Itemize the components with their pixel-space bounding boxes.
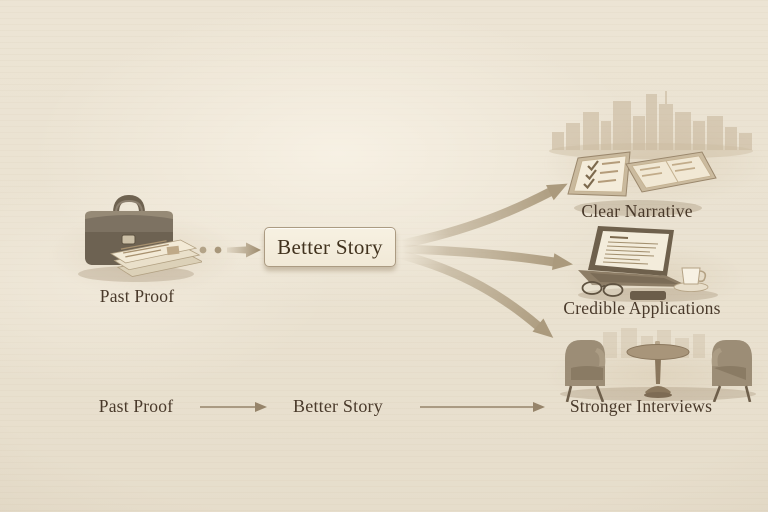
right-chair xyxy=(711,340,752,402)
laptop-workspace-icon xyxy=(578,226,718,302)
city-skyline-open-book-icon xyxy=(549,91,753,216)
better-story-hub-box: Better Story xyxy=(264,227,396,267)
summary-arrow-2 xyxy=(420,402,545,412)
hub-label: Better Story xyxy=(277,234,383,259)
briefcase-papers-icon xyxy=(78,194,202,282)
outcome-label-clear-narrative: Clear Narrative xyxy=(581,201,693,221)
round-table xyxy=(626,341,690,398)
outcome-label-credible-applications: Credible Applications xyxy=(563,298,721,318)
interview-table-chairs-icon xyxy=(560,328,756,402)
summary-step-better-story: Better Story xyxy=(293,396,383,416)
summary-step-past-proof: Past Proof xyxy=(98,396,174,416)
past-proof-label: Past Proof xyxy=(99,286,175,306)
fanout-arrow-middle xyxy=(401,244,573,271)
summary-arrow-1 xyxy=(200,402,267,412)
fanout-arrow-bottom xyxy=(400,250,554,338)
outcome-label-stronger-interviews: Stronger Interviews xyxy=(569,396,713,416)
left-chair xyxy=(565,340,606,402)
